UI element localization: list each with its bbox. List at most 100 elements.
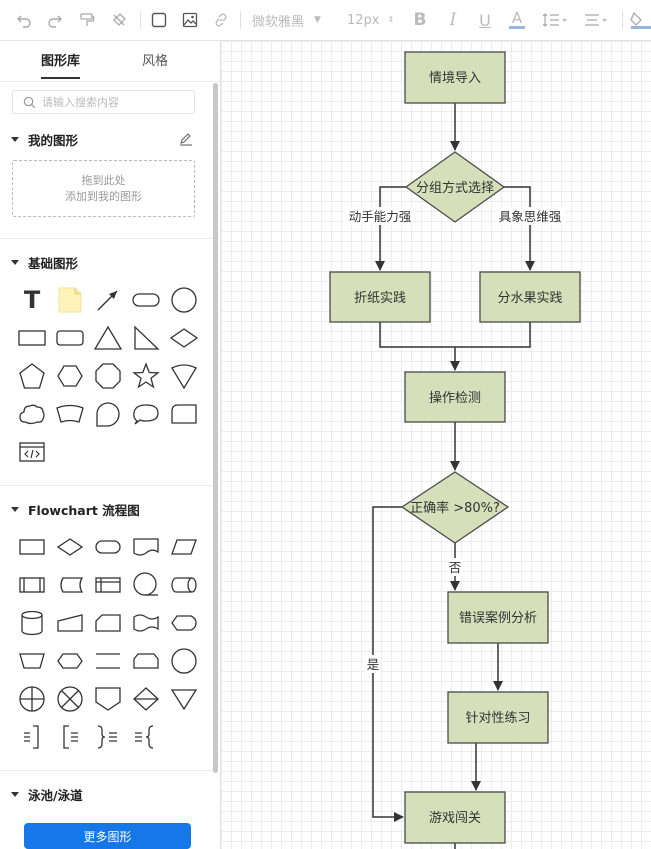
right-triangle-shape[interactable] [130, 322, 162, 354]
display-shape[interactable] [168, 607, 200, 639]
node-label: 正确率 >80%? [410, 500, 500, 516]
node-fruit-practice[interactable] [479, 271, 581, 323]
font-color-icon[interactable]: A [507, 8, 527, 32]
undo-icon[interactable] [14, 8, 34, 32]
code-block-shape[interactable] [16, 436, 48, 468]
decision-shape[interactable] [54, 531, 86, 563]
node-game-level[interactable] [404, 791, 506, 844]
octagon-shape[interactable] [92, 360, 124, 392]
summing-junction-shape[interactable] [16, 683, 48, 715]
internal-storage-shape[interactable] [92, 569, 124, 601]
arc-band-shape[interactable] [54, 398, 86, 430]
sidebar-scrollbar[interactable] [213, 83, 218, 773]
bold-icon[interactable]: B [413, 10, 427, 30]
data-io-shape[interactable] [168, 531, 200, 563]
section-basic-shapes[interactable]: 基础图形 [11, 253, 78, 272]
teardrop-shape[interactable] [92, 398, 124, 430]
loop-limit-shape[interactable] [130, 645, 162, 677]
merge-shape[interactable] [168, 683, 200, 715]
node-label: 情境导入 [429, 71, 481, 86]
annotation-right-shape[interactable] [16, 721, 48, 753]
pentagon-shape[interactable] [16, 360, 48, 392]
caret-down-icon [11, 792, 19, 797]
node-error-analysis[interactable] [447, 591, 549, 644]
off-page-connector-shape[interactable] [92, 683, 124, 715]
edge-group-to-paper[interactable] [375, 186, 406, 271]
database-shape[interactable] [16, 607, 48, 639]
brace-right-shape[interactable] [92, 721, 124, 753]
edge-label-yes: 是 [367, 657, 380, 672]
punched-tape-shape[interactable] [130, 607, 162, 639]
redo-icon[interactable] [45, 8, 65, 32]
manual-operation-shape[interactable] [16, 645, 48, 677]
clear-format-icon[interactable] [109, 8, 129, 32]
rectangle-shape[interactable] [16, 322, 48, 354]
fill-color-icon[interactable] [630, 8, 651, 32]
connector-shape[interactable] [168, 645, 200, 677]
card-tab-shape[interactable] [168, 398, 200, 430]
annotation-left-shape[interactable] [54, 721, 86, 753]
diamond-shape[interactable] [168, 322, 200, 354]
round-corner-rect-shape[interactable] [54, 322, 86, 354]
search-input[interactable] [40, 94, 184, 110]
search-box[interactable] [12, 90, 195, 114]
preparation-shape[interactable] [54, 645, 86, 677]
sequential-data-shape[interactable] [130, 569, 162, 601]
italic-icon[interactable]: I [449, 10, 457, 30]
terminator-shape[interactable] [92, 531, 124, 563]
parallel-mode-shape[interactable] [92, 645, 124, 677]
dropzone-line: 添加到我的图形 [65, 190, 142, 203]
section-flowchart[interactable]: Flowchart 流程图 [11, 500, 140, 519]
direct-data-shape[interactable] [168, 569, 200, 601]
process-shape[interactable] [16, 531, 48, 563]
diagram-canvas[interactable]: 动手能力强 具象思维强 否 是 情境导入 分组方式选择 折纸实践 分水果实践 操… [221, 41, 651, 849]
edge-paper-to-check[interactable] [379, 322, 460, 371]
tab-style[interactable]: 风格 [142, 54, 169, 69]
tab-shape-library[interactable]: 图形库 [41, 54, 81, 69]
stored-data-shape[interactable] [54, 569, 86, 601]
node-targeted-practice[interactable] [447, 691, 549, 744]
image-icon[interactable] [180, 8, 200, 32]
predefined-process-shape[interactable] [16, 569, 48, 601]
font-size-value: 12px [347, 12, 380, 28]
edit-icon[interactable] [179, 132, 193, 146]
align-icon[interactable] [582, 8, 612, 32]
node-start[interactable] [404, 51, 506, 104]
node-accuracy-decision[interactable] [400, 471, 510, 544]
node-paper-practice[interactable] [329, 271, 431, 323]
underline-icon[interactable]: U [479, 10, 491, 30]
font-size-select[interactable]: 12px ⇕ [347, 8, 397, 32]
manual-input-shape[interactable] [54, 607, 86, 639]
sort-shape[interactable] [130, 683, 162, 715]
edge-fruit-to-check[interactable] [455, 322, 531, 348]
rectangle-icon[interactable] [149, 8, 169, 32]
node-group-decision[interactable] [404, 151, 506, 223]
brace-left-shape[interactable] [130, 721, 162, 753]
note-shape[interactable] [54, 284, 86, 316]
document-shape[interactable] [130, 531, 162, 563]
cloud-shape[interactable] [16, 398, 48, 430]
my-shapes-dropzone[interactable]: 拖到此处 添加到我的图形 [12, 160, 195, 217]
more-shapes-button[interactable]: 更多图形 [24, 823, 191, 849]
shield-shape[interactable] [168, 360, 200, 392]
edge-label-right-branch: 具象思维强 [499, 209, 562, 224]
link-icon[interactable] [211, 8, 231, 32]
star-shape[interactable] [130, 360, 162, 392]
section-my-shapes[interactable]: 我的图形 [11, 130, 78, 149]
section-divider [0, 770, 213, 771]
section-swimlane[interactable]: 泳池/泳道 [11, 785, 83, 804]
hexagon-shape[interactable] [54, 360, 86, 392]
speech-bubble-shape[interactable] [130, 398, 162, 430]
format-painter-icon[interactable] [77, 8, 97, 32]
edge-group-to-fruit[interactable] [504, 186, 535, 271]
font-family-select[interactable]: 微软雅黑 ▼ [252, 8, 332, 32]
circle-shape[interactable] [168, 284, 200, 316]
rounded-rect-shape[interactable] [130, 284, 162, 316]
line-height-icon[interactable] [540, 8, 570, 32]
arrow-shape[interactable] [92, 284, 124, 316]
triangle-shape[interactable] [92, 322, 124, 354]
text-shape[interactable]: T [23, 286, 41, 314]
node-operation-check[interactable] [404, 371, 506, 423]
card-shape[interactable] [92, 607, 124, 639]
or-shape[interactable] [54, 683, 86, 715]
